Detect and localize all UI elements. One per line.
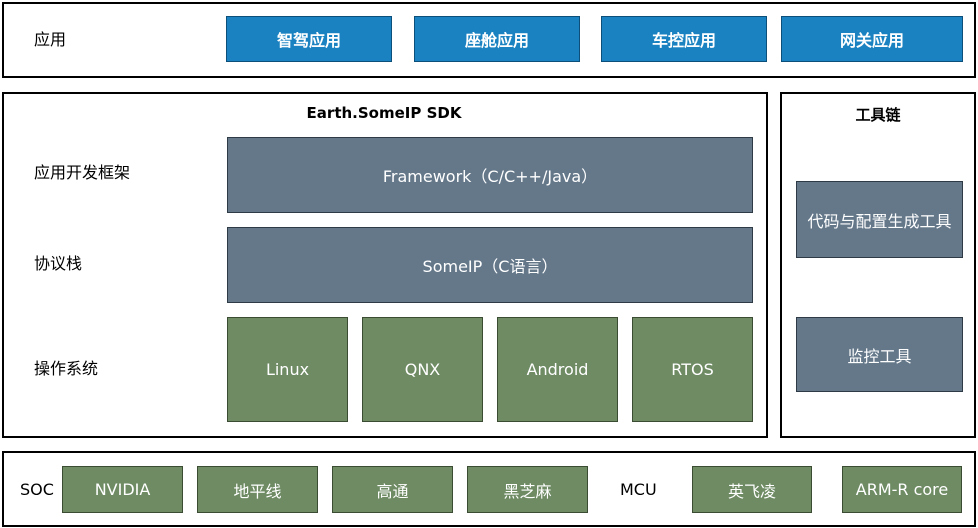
mcu-item-infineon[interactable]: 英飞凌 [692, 466, 812, 513]
protocol-box[interactable]: SomeIP（C语言） [227, 227, 753, 303]
os-item-qnx[interactable]: QNX [362, 317, 483, 422]
framework-box[interactable]: Framework（C/C++/Java） [227, 137, 753, 213]
toolchain-monitor[interactable]: 监控工具 [796, 317, 963, 392]
app-item-adas[interactable]: 智驾应用 [226, 16, 392, 62]
toolchain-codegen[interactable]: 代码与配置生成工具 [796, 181, 963, 258]
app-layer-label: 应用 [34, 30, 67, 49]
os-item-rtos[interactable]: RTOS [632, 317, 753, 422]
framework-row-label: 应用开发框架 [34, 163, 131, 182]
os-item-android[interactable]: Android [497, 317, 618, 422]
soc-item-nvidia[interactable]: NVIDIA [62, 466, 183, 513]
app-item-cockpit[interactable]: 座舱应用 [414, 16, 580, 62]
soc-item-qualcomm[interactable]: 高通 [332, 466, 453, 513]
os-item-linux[interactable]: Linux [227, 317, 348, 422]
soc-item-black-sesame[interactable]: 黑芝麻 [467, 466, 588, 513]
mcu-label: MCU [620, 480, 657, 499]
app-item-vehicle-control[interactable]: 车控应用 [601, 16, 767, 62]
soc-label: SOC [20, 480, 54, 499]
app-item-gateway[interactable]: 网关应用 [781, 16, 963, 62]
toolchain-title: 工具链 [855, 106, 901, 124]
mcu-item-arm-r[interactable]: ARM-R core [842, 466, 962, 513]
sdk-title: Earth.SomeIP SDK [306, 104, 462, 122]
soc-item-horizon[interactable]: 地平线 [197, 466, 318, 513]
protocol-row-label: 协议栈 [34, 254, 83, 273]
os-row-label: 操作系统 [34, 359, 99, 378]
